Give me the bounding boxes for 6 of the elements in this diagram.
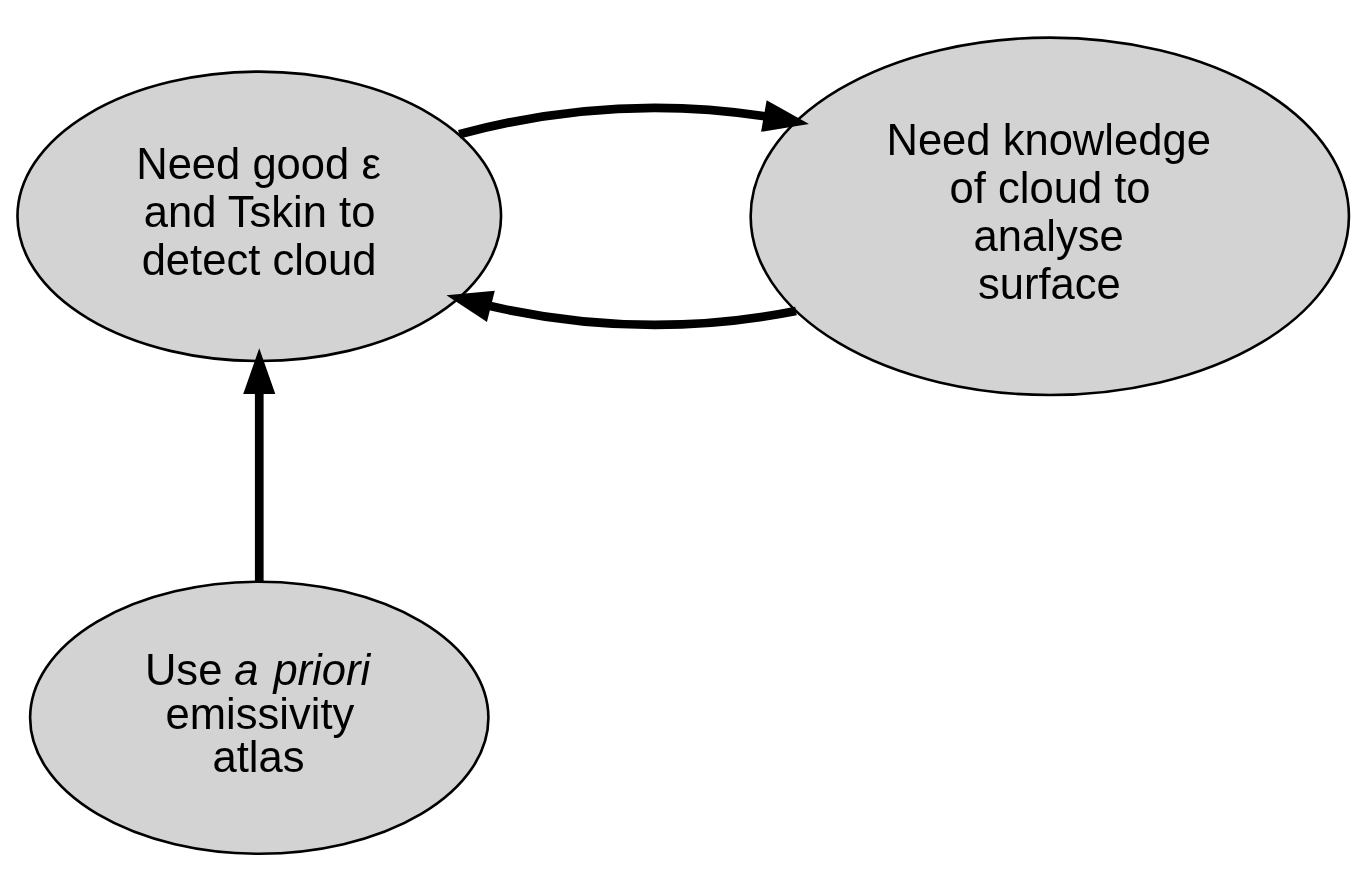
arrow bbox=[458, 100, 809, 139]
node-ellipse: Use a priori emissivity atlas bbox=[28, 580, 490, 856]
node-ellipse: Need good ε and Tskin to detect cloud bbox=[16, 70, 503, 363]
arrow bbox=[446, 290, 797, 330]
node-ellipse: Need knowledge of cloud to analyse surface bbox=[749, 36, 1351, 397]
arrow bbox=[243, 348, 276, 582]
